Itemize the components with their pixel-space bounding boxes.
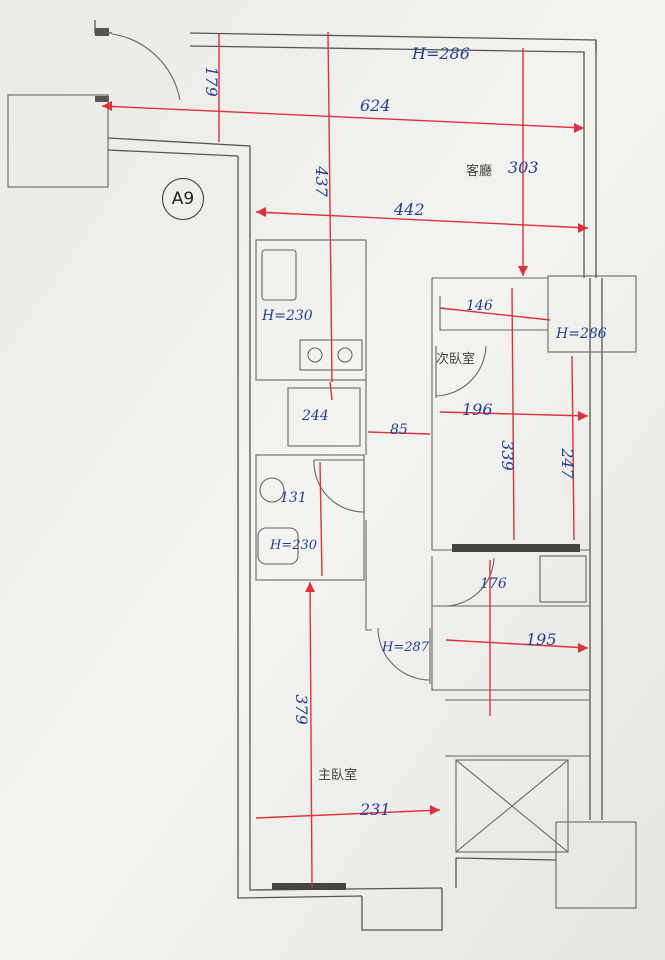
dim-label-195: 195 [526, 630, 557, 649]
dim-line-131 [319, 461, 323, 577]
dim-label-85: 85 [390, 422, 408, 438]
arrow-195-right [578, 643, 588, 653]
dim-label-196: 196 [462, 400, 493, 419]
shaft [455, 759, 569, 853]
entry-door-arc [111, 33, 181, 101]
dim-line-624 [101, 105, 585, 129]
outer-wall-right-lower [455, 857, 557, 888]
entry-door-frame-bottom [95, 96, 109, 102]
dim-label-379: 379 [291, 694, 311, 725]
height-kitchen: H=230 [262, 308, 313, 324]
dim-line-247 [571, 355, 575, 541]
toilet [257, 527, 299, 565]
second-bedroom-window [452, 544, 580, 552]
outer-wall-left-upper-inner [107, 149, 239, 157]
dim-label-437: 437 [311, 166, 331, 197]
outer-wall-left-inner [237, 156, 363, 899]
master-door-arc [377, 627, 431, 681]
dim-line-339 [511, 287, 515, 541]
dim-label-176: 176 [480, 576, 507, 592]
outside-box-bottom [555, 821, 637, 909]
outside-box-top [7, 94, 109, 188]
dimension-lines [101, 31, 589, 889]
dim-label-231: 231 [360, 800, 391, 819]
kitchen-sink [261, 249, 297, 301]
arrow-624-left [102, 101, 112, 111]
entry-door-frame-top [95, 28, 109, 36]
outer-wall-bottom [361, 888, 443, 931]
room-label-master-bedroom: 主臥室 [318, 768, 358, 783]
arrow-624-right [574, 123, 584, 133]
dim-label-624: 624 [360, 96, 391, 115]
dim-line-85 [367, 431, 431, 435]
closet [287, 387, 361, 447]
dim-line-146 [439, 307, 551, 321]
arrow-379-top [305, 582, 315, 592]
dim-label-339: 339 [497, 440, 517, 471]
burner-left [307, 347, 323, 363]
dim-label-303: 303 [508, 158, 539, 177]
bath-door-arc [313, 459, 365, 513]
dim-label-244: 244 [302, 408, 329, 424]
service-wall [445, 699, 590, 757]
service-area [431, 556, 590, 691]
outer-wall-top-inner [189, 45, 585, 278]
dim-label-131: 131 [280, 490, 307, 506]
second-bedroom-door-arc [435, 345, 487, 397]
dim-line-196 [439, 411, 589, 417]
interior-walls [7, 28, 637, 909]
shaft-cross [455, 759, 569, 853]
outer-wall-left [249, 150, 443, 891]
dim-line-231 [255, 809, 441, 819]
arrow-442-left [256, 207, 266, 217]
arrow-231-right [430, 805, 440, 815]
master-window [272, 883, 346, 890]
basin [259, 477, 285, 503]
dim-line-195 [445, 639, 589, 649]
hall-wall [365, 520, 372, 631]
dim-line-379 [309, 581, 313, 889]
room-label-living: 客廳 [466, 164, 493, 179]
height-bay-window: H=286 [556, 326, 607, 342]
outer-wall-left-upper [107, 137, 251, 150]
walls [94, 20, 603, 931]
height-hall-door: H=287 [382, 640, 430, 655]
outer-wall-right [589, 278, 603, 820]
height-living: H=286 [412, 44, 470, 63]
dim-label-442: 442 [394, 200, 425, 219]
dim-line-244 [329, 381, 333, 401]
bay-window [547, 275, 637, 353]
arrow-442-right [578, 223, 588, 233]
washer [539, 555, 587, 603]
dimension-arrowheads [102, 101, 588, 815]
height-bath: H=230 [270, 538, 318, 553]
dim-label-146: 146 [466, 298, 493, 314]
arrow-196-right [578, 411, 588, 421]
unit-tag: A9 [162, 178, 204, 220]
bath-door [314, 459, 365, 512]
dim-line-442 [255, 211, 589, 229]
room-label-second-bedroom: 次臥室 [436, 352, 476, 367]
dim-label-247: 247 [557, 448, 577, 479]
dim-label-179: 179 [201, 66, 221, 97]
arrow-303-bottom [518, 266, 528, 276]
dim-line-437 [327, 31, 333, 383]
service-door-arc [441, 557, 495, 607]
burner-right [337, 347, 353, 363]
